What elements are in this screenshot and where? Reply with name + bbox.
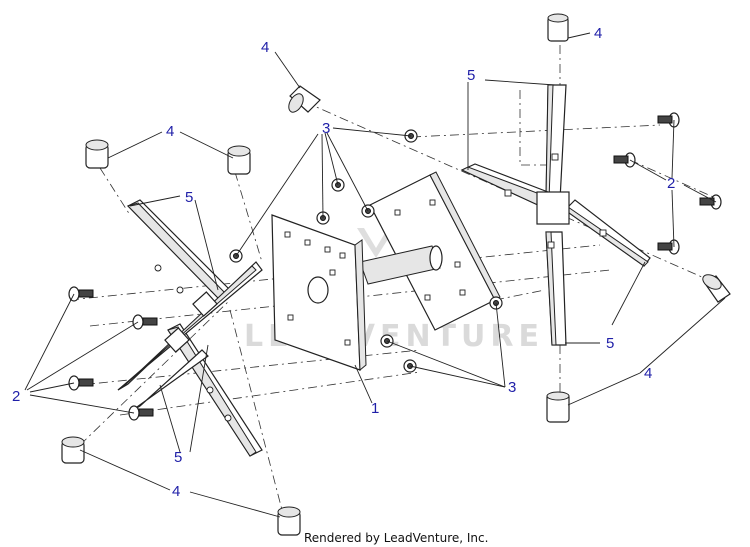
callout-1: 1 <box>371 400 379 417</box>
callout-3-top: 3 <box>322 120 330 137</box>
bolt-left-2 <box>132 314 158 330</box>
rendered-by-credit: Rendered by LeadVenture, Inc. <box>304 531 488 545</box>
cap-bottom-right <box>546 391 570 423</box>
callout-4-bottom: 4 <box>172 483 180 500</box>
callout-labels: 4 4 4 4 4 5 5 5 5 3 3 2 2 1 <box>12 25 675 500</box>
bolt-left-1 <box>68 286 94 302</box>
callout-2-right: 2 <box>667 175 675 192</box>
callout-5-upper-left: 5 <box>185 189 193 206</box>
bolt-right-3 <box>699 194 722 210</box>
callout-4-top-center: 4 <box>261 39 269 56</box>
callout-5-top-right: 5 <box>467 67 475 84</box>
bolt-right-2 <box>613 152 636 168</box>
cap-upper-left-b <box>227 145 251 175</box>
center-mount-assembly <box>271 171 501 372</box>
callout-2-left: 2 <box>12 388 20 405</box>
callout-4-top-right: 4 <box>594 25 602 42</box>
plate-holes <box>284 199 466 346</box>
cap-upper-center <box>288 85 321 113</box>
leader-lines <box>24 32 726 518</box>
callout-5-lower-right: 5 <box>606 335 614 352</box>
right-cross-bracket <box>460 84 651 346</box>
bolt-right-1 <box>657 112 680 128</box>
cap-upper-left-a <box>85 139 109 169</box>
callout-3-bottom: 3 <box>508 379 516 396</box>
callout-4-right: 4 <box>644 365 652 382</box>
bolt-right-4 <box>657 239 680 255</box>
cap-top-right <box>547 13 569 42</box>
left-cross-bracket <box>117 199 263 457</box>
caps <box>61 13 731 536</box>
callout-5-lower-left: 5 <box>174 449 182 466</box>
callout-4-upper-left: 4 <box>166 123 174 140</box>
cap-right <box>702 274 731 303</box>
cap-bottom-center <box>277 506 301 536</box>
